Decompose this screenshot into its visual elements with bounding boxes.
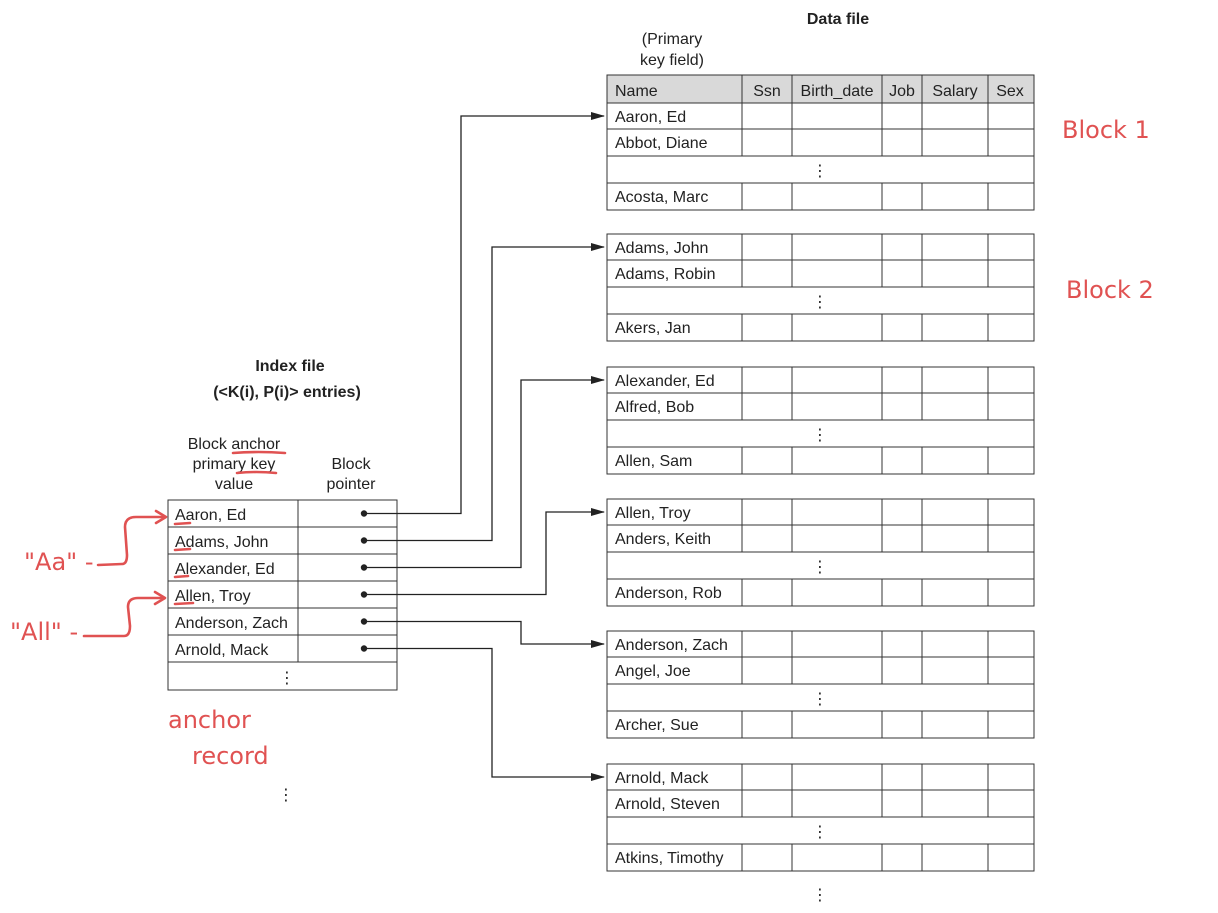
red-bracket-all-arrowhead: [153, 590, 167, 606]
block-pointer-arrows: [364, 112, 605, 781]
annotation-all: "All" -: [10, 618, 78, 646]
red-bracket-aa-arrowhead: [154, 509, 168, 525]
red-underline-alexander: [173, 574, 190, 579]
data-record-name: Anders, Keith: [615, 531, 711, 548]
red-bracket-all: [82, 596, 164, 638]
annotation-aa: "Aa" -: [24, 548, 94, 576]
index-col1-header-line2: primary key: [193, 456, 276, 473]
block-ellipsis: ⋮: [812, 691, 828, 708]
index-entry-key: Alexander, Ed: [175, 561, 275, 578]
index-entry-key: Adams, John: [175, 534, 268, 551]
data-record-name: Archer, Sue: [615, 717, 699, 734]
column-header-salary: Salary: [932, 83, 977, 100]
data-record-name: Adams, John: [615, 240, 708, 257]
annotation-block-2: Block 2: [1066, 276, 1154, 304]
data-record-name: Anderson, Zach: [615, 637, 728, 654]
primary-key-note-line2: key field): [640, 52, 704, 69]
annotation-anchor: anchor: [168, 706, 251, 734]
annotation-record: record: [192, 742, 269, 770]
index-file-title: Index file: [255, 358, 324, 375]
index-entry-key: Allen, Troy: [175, 588, 251, 605]
data-record-name: Alexander, Ed: [615, 373, 715, 390]
block-ellipsis: ⋮: [812, 294, 828, 311]
red-underline-block-anchor: [231, 450, 287, 455]
column-header-sex: Sex: [996, 83, 1024, 100]
block-ellipsis: ⋮: [812, 559, 828, 576]
data-record-name: Abbot, Diane: [615, 135, 708, 152]
data-record-name: Adams, Robin: [615, 266, 716, 283]
red-underline-adams: [173, 547, 192, 552]
column-header-ssn: Ssn: [753, 83, 781, 100]
data-record-name: Aaron, Ed: [615, 109, 686, 126]
red-underline-primary-key: [235, 470, 278, 475]
block-ellipsis: ⋮: [812, 427, 828, 444]
index-entry-key: Arnold, Mack: [175, 642, 269, 659]
data-file-title: Data file: [807, 11, 869, 28]
index-entry-key: Aaron, Ed: [175, 507, 246, 524]
index-ellipsis: ⋮: [279, 670, 295, 687]
column-header-name: Name: [615, 83, 658, 100]
data-record-name: Arnold, Steven: [615, 796, 720, 813]
index-col1-header-line1: Block anchor: [188, 436, 281, 453]
index-file-subtitle: (<K(i), P(i)> entries): [213, 384, 361, 401]
data-record-name: Allen, Sam: [615, 453, 692, 470]
block-ellipsis: ⋮: [812, 824, 828, 841]
pointer-arrow-block-3: [364, 376, 605, 569]
index-more-ellipsis: ⋮: [278, 787, 294, 804]
data-record-name: Akers, Jan: [615, 320, 691, 337]
red-underline-aaron: [173, 521, 192, 526]
data-record-name: Arnold, Mack: [615, 770, 709, 787]
index-col1-header-line3: value: [215, 476, 253, 493]
block-ellipsis: ⋮: [812, 163, 828, 180]
pointer-arrow-block-1: [364, 112, 605, 515]
pointer-arrow-block-5: [364, 620, 605, 648]
column-header-birth-date: Birth_date: [801, 83, 874, 100]
index-col2-header-line2: pointer: [327, 476, 377, 493]
primary-key-note-line1: (Primary: [642, 31, 702, 48]
index-col2-header-line1: Block: [331, 456, 371, 473]
data-record-name: Anderson, Rob: [615, 585, 722, 602]
red-bracket-aa: [96, 515, 166, 567]
data-record-name: Alfred, Bob: [615, 399, 694, 416]
data-record-name: Acosta, Marc: [615, 189, 708, 206]
pointer-arrow-block-4: [364, 508, 605, 596]
pointer-arrow-block-6: [364, 647, 605, 781]
column-header-job: Job: [889, 83, 915, 100]
data-file-header-row: Name Ssn Birth_date Job Salary Sex: [606, 74, 1035, 104]
red-underline-allen: [173, 601, 195, 606]
annotation-block-1: Block 1: [1062, 116, 1150, 144]
data-file-more-ellipsis: ⋮: [812, 887, 828, 904]
data-record-name: Angel, Joe: [615, 663, 691, 680]
data-record-name: Allen, Troy: [615, 505, 691, 522]
data-record-name: Atkins, Timothy: [615, 850, 723, 867]
pointer-arrow-block-2: [364, 243, 605, 542]
index-entry-key: Anderson, Zach: [175, 615, 288, 632]
